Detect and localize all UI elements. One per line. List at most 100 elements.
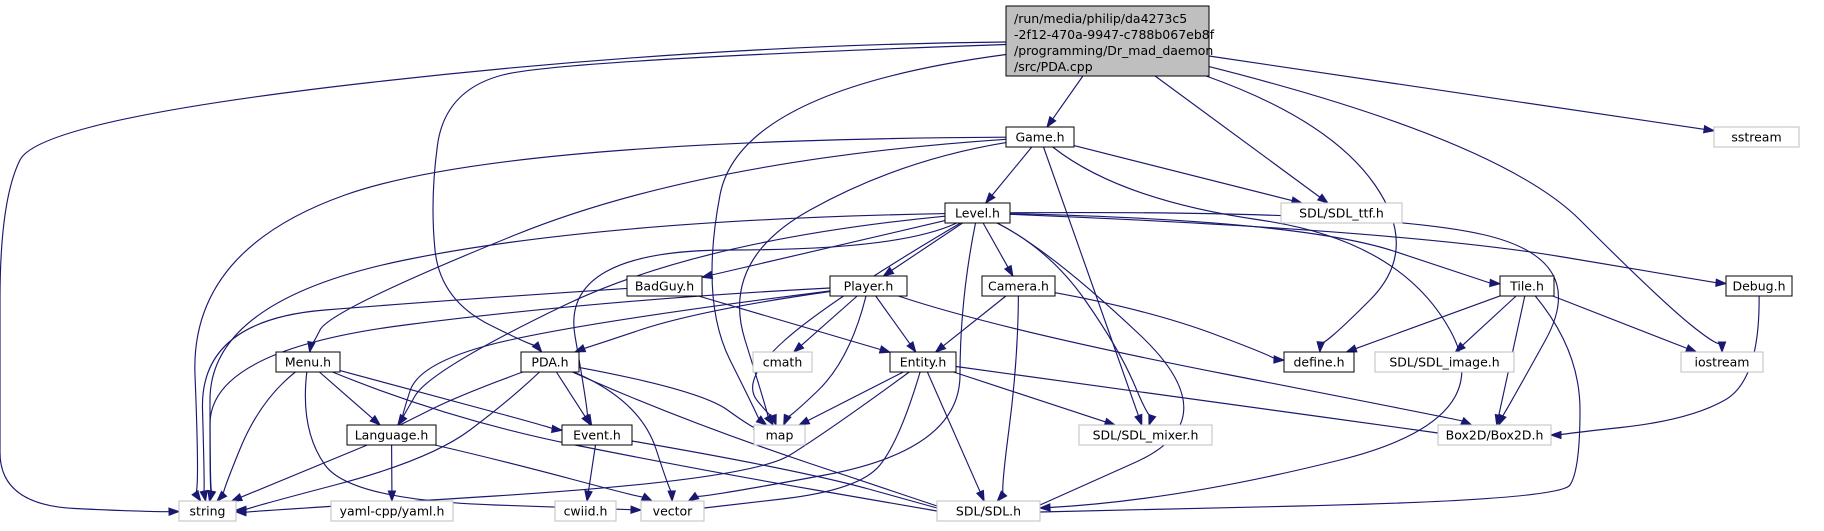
edge-menu-to-event (339, 370, 554, 430)
arrowhead-level-to-player (882, 266, 895, 277)
edge-badguy-to-entity (698, 295, 881, 351)
edge-root-to-iostream (1208, 66, 1723, 345)
node-entity[interactable]: Entity.h (889, 351, 957, 373)
node-label: map (766, 428, 794, 443)
node-define[interactable]: define.h (1283, 351, 1355, 373)
node-level[interactable]: Level.h (944, 202, 1011, 224)
edge-menu-to-string (222, 371, 296, 495)
node-label: Tile.h (1509, 279, 1544, 294)
node-map: map (753, 424, 806, 446)
node-box (936, 500, 1041, 522)
edge-entity-to-sdl (926, 371, 981, 493)
edge-player-to-string (209, 287, 831, 493)
arrowhead-camera-to-define (1273, 355, 1286, 364)
node-label: Level.h (955, 206, 1000, 221)
node-label: SDL/SDL_mixer.h (1093, 428, 1199, 443)
arrowhead-debug-to-box2d (1549, 430, 1562, 440)
arrowhead-root-to-sstream (1703, 124, 1716, 134)
node-tile[interactable]: Tile.h (1499, 275, 1555, 297)
node-box (640, 500, 705, 522)
node-player[interactable]: Player.h (829, 275, 908, 297)
node-label: Box2D/Box2D.h (1446, 428, 1544, 443)
edge-tile-to-sdl (1039, 295, 1581, 513)
node-box (1680, 351, 1764, 373)
node-event[interactable]: Event.h (561, 424, 633, 446)
node-box (1005, 126, 1075, 148)
node-label: cwiid.h (564, 504, 608, 519)
node-menu[interactable]: Menu.h (275, 351, 341, 373)
node-label: PDA.h (531, 355, 568, 370)
arrowhead-player-to-box2d (1460, 416, 1473, 426)
edge-entity-to-vector (703, 371, 921, 509)
node-label: string (190, 504, 226, 519)
node-box (561, 424, 633, 446)
arrowhead-level-to-sdl_mixer (1148, 413, 1157, 427)
edge-language-to-string (240, 444, 368, 498)
node-box (889, 351, 957, 373)
node-label: Game.h (1015, 130, 1064, 145)
node-root[interactable]: /run/media/philip/da4273c5-2f12-470a-994… (1005, 5, 1215, 77)
edge-player-to-language (402, 290, 831, 418)
arrowhead-root-to-string (168, 507, 181, 517)
node-box (275, 351, 341, 373)
node-camera[interactable]: Camera.h (981, 275, 1056, 297)
arrowhead-game-to-menu (307, 340, 316, 354)
edge-tile-to-sdl_image (1462, 295, 1517, 346)
node-box (1374, 351, 1515, 373)
arrowhead-tile-to-sdl_image (1454, 341, 1466, 354)
arrowhead-camera-to-sdl (996, 490, 1008, 503)
edge-level-to-badguy (711, 220, 946, 276)
edge-level-to-map (752, 222, 961, 418)
edge-entity-to-sdl_mixer (953, 371, 1106, 423)
edge-event-to-sdl (631, 440, 938, 509)
root-file-path-line: /programming/Dr_mad_daemon (1014, 43, 1213, 58)
edge-menu-to-language (319, 371, 373, 419)
arrowhead-language-to-string (230, 493, 244, 502)
arrowhead-game-to-sdl_mixer (1134, 413, 1143, 427)
arrowhead-root-to-map (755, 415, 768, 426)
edge-pda-to-language (399, 371, 523, 426)
node-label: iostream (1695, 355, 1750, 370)
node-cwiid: cwiid.h (554, 500, 617, 522)
arrowhead-pda-to-event (581, 413, 592, 427)
node-iostream: iostream (1680, 351, 1764, 373)
arrowhead-menu-to-string (216, 490, 228, 503)
edge-entity-to-box2d (955, 365, 1439, 434)
edge-root-to-string (0, 41, 1007, 513)
edge-root-to-sstream (1208, 55, 1705, 130)
node-box (753, 424, 806, 446)
edge-pda-to-sdl (572, 371, 938, 507)
node-box (829, 275, 908, 297)
arrowhead-player-to-entity (906, 340, 917, 354)
root-file-path-line: /run/media/philip/da4273c5 (1014, 11, 1187, 26)
node-label: vector (653, 504, 694, 519)
arrowhead-camera-to-entity (934, 342, 947, 353)
arrowhead-level-to-badguy (700, 270, 714, 280)
arrowhead-root-to-pda (531, 341, 543, 354)
arrowhead-badguy-to-string (199, 489, 208, 503)
node-sdl: SDL/SDL.h (936, 500, 1041, 522)
arrowhead-root-to-sdl_ttf (1316, 193, 1330, 204)
edge-game-to-sdl (1049, 146, 1463, 509)
node-box (626, 275, 703, 297)
node-box2d: Box2D/Box2D.h (1437, 424, 1552, 446)
node-box (1499, 275, 1555, 297)
arrowhead-menu-to-language (369, 414, 382, 426)
node-label: Menu.h (285, 355, 331, 370)
edge-camera-to-sdl (1002, 295, 1019, 495)
node-badguy[interactable]: BadGuy.h (626, 275, 703, 297)
node-pda[interactable]: PDA.h (520, 351, 580, 373)
arrowhead-language-to-yaml (387, 490, 397, 503)
edge-level-to-sdl_mixer (996, 222, 1153, 418)
node-label: Event.h (573, 428, 621, 443)
node-language[interactable]: Language.h (346, 424, 437, 446)
edge-pda-to-event (555, 371, 586, 417)
node-box (944, 202, 1011, 224)
arrowhead-entity-to-map (797, 416, 811, 426)
node-game[interactable]: Game.h (1005, 126, 1075, 148)
node-debug[interactable]: Debug.h (1725, 275, 1793, 297)
edge-language-to-vector (434, 444, 645, 498)
edge-tile-to-define (1355, 295, 1501, 350)
dependency-edges (0, 41, 1760, 517)
